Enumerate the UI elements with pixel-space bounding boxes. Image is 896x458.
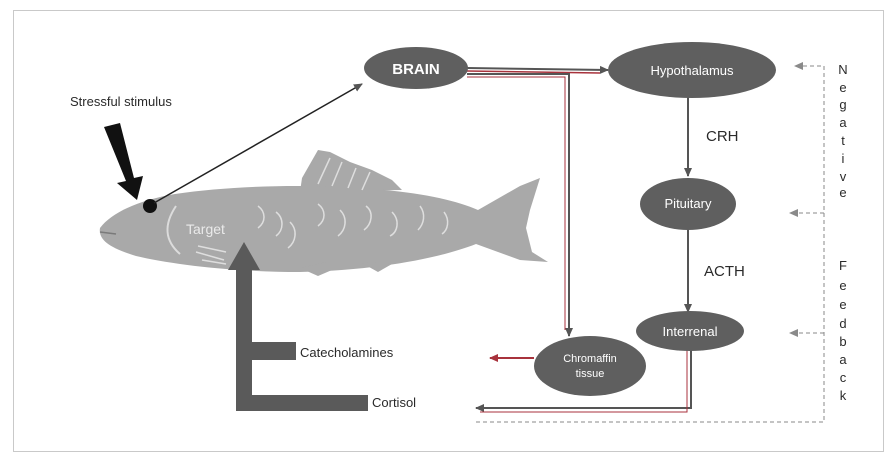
feedback-letter: F [839, 258, 847, 273]
feedback-letter: d [839, 316, 846, 331]
arrow-brain-to-hypothalamus [467, 68, 608, 70]
fish-dorsal-fin [300, 150, 402, 192]
feedback-letter: g [839, 97, 846, 112]
feedback-letter: N [838, 62, 847, 77]
brain-node: BRAIN [364, 47, 468, 89]
chromaffin-label-line1: Chromaffin [563, 353, 617, 365]
interrenal-node: Interrenal [636, 311, 744, 351]
feedback-letter: k [840, 388, 847, 403]
feedback-letter: c [840, 370, 847, 385]
feedback-letter: e [839, 278, 846, 293]
pituitary-node: Pituitary [640, 178, 736, 230]
feedback-letter: a [839, 352, 847, 367]
chromaffin-label-line2: tissue [576, 368, 605, 380]
feedback-letter: b [839, 334, 846, 349]
acth-label: ACTH [704, 263, 745, 280]
feedback-letter: v [840, 169, 847, 184]
feedback-letter: e [839, 185, 846, 200]
feedback-letter: e [839, 80, 846, 95]
chromaffin-tissue-node: Chromaffin tissue [534, 336, 646, 396]
hypothalamus-node: Hypothalamus [608, 42, 776, 98]
hypothalamus-label: Hypothalamus [650, 63, 734, 78]
cortisol-label: Cortisol [372, 395, 416, 410]
crh-label: CRH [706, 128, 739, 145]
feedback-letter: e [839, 297, 846, 312]
target-label: Target [186, 221, 225, 237]
feedback-letter: t [841, 133, 845, 148]
brain-label: BRAIN [392, 61, 440, 78]
stimulus-arrow-icon [104, 123, 143, 200]
feedback-letter: a [839, 115, 847, 130]
interrenal-label: Interrenal [663, 324, 718, 339]
fish-illustration: Target [100, 150, 548, 276]
feedback-letter: i [842, 151, 845, 166]
stimulus-point [143, 199, 157, 213]
catecholamines-label: Catecholamines [300, 345, 394, 360]
stressful-stimulus-label: Stressful stimulus [70, 94, 172, 109]
pituitary-label: Pituitary [665, 196, 712, 211]
arrow-brain-to-hypothalamus-red [467, 71, 600, 73]
